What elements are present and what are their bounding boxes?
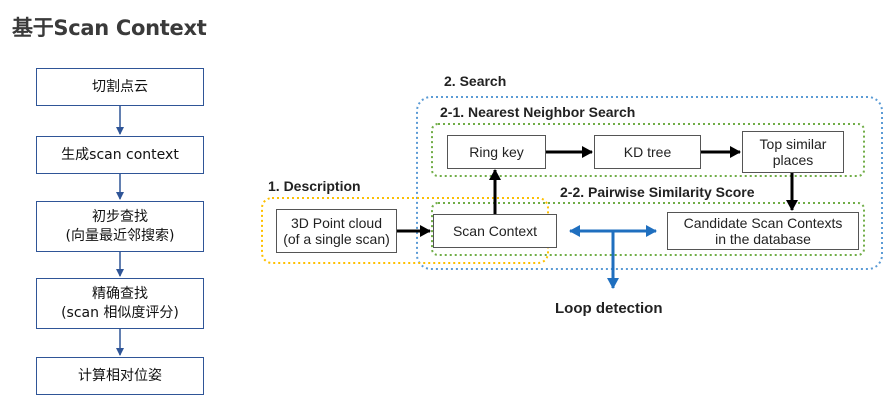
ring-key-box: Ring key bbox=[447, 135, 546, 169]
step-label: 切割点云 bbox=[92, 78, 148, 95]
diagram-arrows bbox=[397, 146, 798, 237]
candidate-line2: in the database bbox=[715, 231, 811, 247]
ring-key-label: Ring key bbox=[469, 144, 524, 160]
candidate-scan-contexts-box: Candidate Scan Contexts in the database bbox=[667, 212, 859, 250]
loop-detection-label: Loop detection bbox=[555, 300, 663, 317]
scan-context-label: Scan Context bbox=[452, 223, 538, 239]
step-cut-point-cloud: 切割点云 bbox=[36, 68, 204, 106]
step-label: 生成scan context bbox=[61, 146, 179, 163]
step-coarse-search: 初步查找 (向量最近邻搜索) bbox=[36, 201, 204, 252]
top-similar-line1: Top similar bbox=[759, 136, 827, 152]
point-cloud-line2: (of a single scan) bbox=[283, 231, 390, 247]
pairwise-group-outline bbox=[431, 202, 865, 256]
step-sublabel: (scan 相似度评分) bbox=[61, 304, 179, 321]
pairwise-label: 2-2. Pairwise Similarity Score bbox=[560, 184, 755, 200]
top-similar-line2: places bbox=[772, 152, 814, 168]
nn-search-group-outline bbox=[431, 123, 865, 177]
scan-context-box: Scan Context bbox=[433, 214, 557, 248]
candidate-line1: Candidate Scan Contexts bbox=[683, 215, 843, 231]
step-label: 初步查找 bbox=[92, 208, 148, 225]
search-group-outline bbox=[416, 96, 883, 270]
step-compute-relative-pose: 计算相对位姿 bbox=[36, 357, 204, 395]
step-label: 精确查找 bbox=[91, 285, 148, 302]
step-generate-scan-context: 生成scan context bbox=[36, 136, 204, 174]
kd-tree-label: KD tree bbox=[623, 144, 672, 160]
step-sublabel: (向量最近邻搜索) bbox=[65, 227, 175, 244]
step-label: 计算相对位姿 bbox=[78, 367, 162, 384]
step-fine-search: 精确查找 (scan 相似度评分) bbox=[36, 278, 204, 329]
point-cloud-line1: 3D Point cloud bbox=[290, 215, 383, 231]
nn-search-label: 2-1. Nearest Neighbor Search bbox=[440, 104, 636, 120]
description-group-outline bbox=[261, 197, 549, 264]
loop-arrows bbox=[569, 225, 657, 289]
top-similar-places-box: Top similar places bbox=[742, 131, 844, 173]
description-label: 1. Description bbox=[268, 178, 361, 194]
search-label: 2. Search bbox=[444, 73, 507, 89]
page-title: 基于Scan Context bbox=[12, 16, 207, 40]
point-cloud-box: 3D Point cloud (of a single scan) bbox=[276, 209, 397, 253]
kd-tree-box: KD tree bbox=[594, 135, 701, 169]
